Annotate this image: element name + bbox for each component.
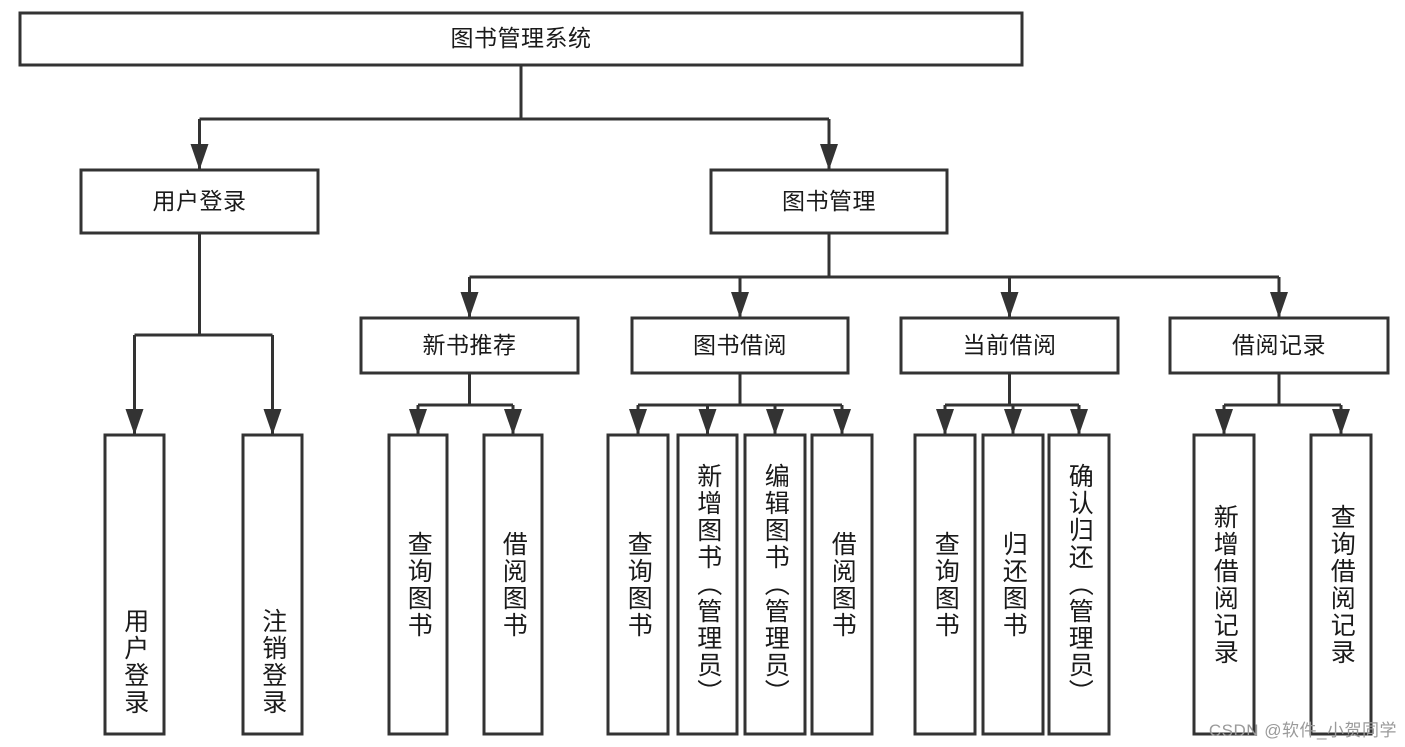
node-box-leaf-add-book[interactable] xyxy=(676,433,739,736)
arrow-head-leaf-confirm-return xyxy=(1070,409,1088,435)
node-box-leaf-query-book-3[interactable] xyxy=(913,433,977,736)
edges-layer xyxy=(125,65,1350,435)
node-box-leaf-return-book[interactable] xyxy=(981,433,1045,736)
node-box-book-borrow[interactable] xyxy=(630,316,850,375)
arrow-head-leaf-edit-book xyxy=(766,409,784,435)
arrow-head-new-book-rec xyxy=(460,292,479,318)
node-box-leaf-borrow-book-2[interactable] xyxy=(810,433,874,736)
arrow-head-leaf-add-book xyxy=(698,409,717,435)
arrow-head-borrow-record xyxy=(1270,292,1288,318)
watermark-text: CSDN @软件_小贺同学 xyxy=(1208,721,1397,740)
node-box-root[interactable] xyxy=(18,11,1024,67)
node-box-borrow-record[interactable] xyxy=(1168,316,1390,375)
boxes-layer xyxy=(18,11,1390,736)
arrow-head-leaf-user-login xyxy=(125,409,144,435)
node-box-leaf-user-login[interactable] xyxy=(103,433,166,736)
node-box-book-mgmt[interactable] xyxy=(709,168,949,235)
node-box-leaf-borrow-book-1[interactable] xyxy=(482,433,544,736)
arrow-head-leaf-logout xyxy=(263,409,282,435)
arrow-head-leaf-query-book-1 xyxy=(409,409,427,435)
node-box-leaf-edit-book[interactable] xyxy=(743,433,807,736)
arrow-head-current-borrow xyxy=(1000,292,1019,318)
node-box-leaf-query-record[interactable] xyxy=(1309,433,1373,736)
node-box-leaf-query-book-1[interactable] xyxy=(387,433,449,736)
arrow-head-leaf-query-book-2 xyxy=(629,409,647,435)
node-box-leaf-logout[interactable] xyxy=(241,433,304,736)
arrow-head-book-mgmt xyxy=(820,144,838,170)
arrow-head-book-borrow xyxy=(731,292,749,318)
arrow-head-leaf-borrow-book-1 xyxy=(504,409,522,435)
node-box-leaf-confirm-return[interactable] xyxy=(1047,433,1111,736)
node-box-current-borrow[interactable] xyxy=(899,316,1120,375)
node-box-leaf-add-record[interactable] xyxy=(1192,433,1256,736)
arrow-head-leaf-borrow-book-2 xyxy=(833,409,851,435)
node-box-new-book-rec[interactable] xyxy=(359,316,580,375)
arrow-head-leaf-query-book-3 xyxy=(936,409,954,435)
arrow-head-leaf-return-book xyxy=(1004,409,1022,435)
node-box-user-login[interactable] xyxy=(79,168,320,235)
arrow-head-leaf-query-record xyxy=(1332,409,1350,435)
node-box-leaf-query-book-2[interactable] xyxy=(606,433,670,736)
arrow-head-user-login xyxy=(190,144,209,170)
arrow-head-leaf-add-record xyxy=(1215,409,1233,435)
